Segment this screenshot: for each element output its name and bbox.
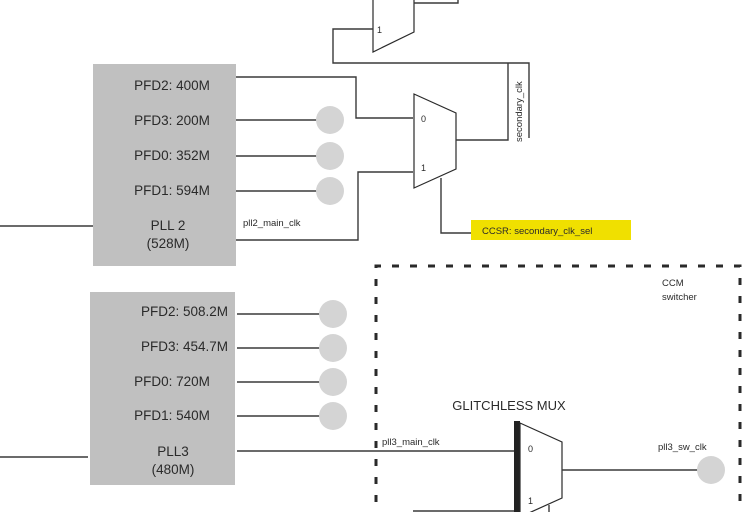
pll3-pfd1-node <box>319 402 347 430</box>
pll3-freq: (480M) <box>152 462 195 477</box>
top-mux-shape <box>372 0 415 53</box>
secondary-clk-label: secondary_clk <box>514 81 525 142</box>
top-mux-input1-label: 1 <box>377 25 382 35</box>
glitchless-mux-shape <box>519 422 563 512</box>
top-mux: 1 <box>332 0 530 138</box>
pll3-pfd3-node <box>319 334 347 362</box>
secondary-clk-feedback-wire <box>332 28 530 138</box>
pll3-pfd3-label: PFD3: 454.7M <box>141 339 228 354</box>
secondary-mux-shape <box>413 93 457 189</box>
glitchless-mux-title: GLITCHLESS MUX <box>452 398 566 413</box>
secondary-mux-output-wire <box>456 63 509 141</box>
glitchless-mux-bar <box>514 421 520 512</box>
pll3-name: PLL3 <box>157 444 189 459</box>
pll2-main-clk-wire <box>236 171 413 241</box>
pll2-freq: (528M) <box>147 236 190 251</box>
glitchless-mux-input1-label: 1 <box>528 496 533 506</box>
pll2-pfd2-wire <box>236 76 413 119</box>
ccm-switcher-title-line2: switcher <box>662 292 697 303</box>
pll2-box <box>93 64 236 266</box>
secondary-mux-input0-label: 0 <box>421 114 426 124</box>
pll2-name: PLL 2 <box>151 218 186 233</box>
pll3-pfd0-label: PFD0: 720M <box>134 374 210 389</box>
pll2-pfd3-node <box>316 106 344 134</box>
pll2-pfd2-label: PFD2: 400M <box>134 78 210 93</box>
secondary-mux-input1-label: 1 <box>421 163 426 173</box>
pll3-main-clk-label: pll3_main_clk <box>382 437 440 448</box>
secondary-mux-select-wire <box>440 178 471 234</box>
pll3-pfd2-node <box>319 300 347 328</box>
pll2-pfd0-node <box>316 142 344 170</box>
top-mux-output-wire <box>414 0 459 4</box>
pll2-pfd3-label: PFD3: 200M <box>134 113 210 128</box>
pll3-pfd0-node <box>319 368 347 396</box>
ccm-switcher: CCM switcher <box>374 264 742 512</box>
pll3-pfd1-label: PFD1: 540M <box>134 408 210 423</box>
ccm-switcher-border <box>374 264 742 512</box>
pll2-main-clk-label: pll2_main_clk <box>243 218 301 229</box>
secondary-mux: 0 1 secondary_clk CCSR: secondary_clk_se… <box>413 63 631 240</box>
pll2-pfd0-label: PFD0: 352M <box>134 148 210 163</box>
glitchless-mux: GLITCHLESS MUX pll3_main_clk 0 1 pll3_sw… <box>382 398 725 512</box>
pll2-pfd1-label: PFD1: 594M <box>134 183 210 198</box>
pll3-box <box>90 292 235 485</box>
pll2-pfd1-node <box>316 177 344 205</box>
pll3-block: PFD2: 508.2M PFD3: 454.7M PFD0: 720M PFD… <box>90 292 235 485</box>
pll3-sw-clk-label: pll3_sw_clk <box>658 442 707 453</box>
pll2-block: PFD2: 400M PFD3: 200M PFD0: 352M PFD1: 5… <box>93 64 236 266</box>
pll3-sw-clk-node <box>697 456 725 484</box>
pll3-pfd2-label: PFD2: 508.2M <box>141 304 228 319</box>
glitchless-mux-input0-label: 0 <box>528 444 533 454</box>
ccm-switcher-title-line1: CCM <box>662 278 684 289</box>
ccsr-select-highlight <box>471 220 631 240</box>
ccsr-select-label: CCSR: secondary_clk_sel <box>482 226 592 237</box>
